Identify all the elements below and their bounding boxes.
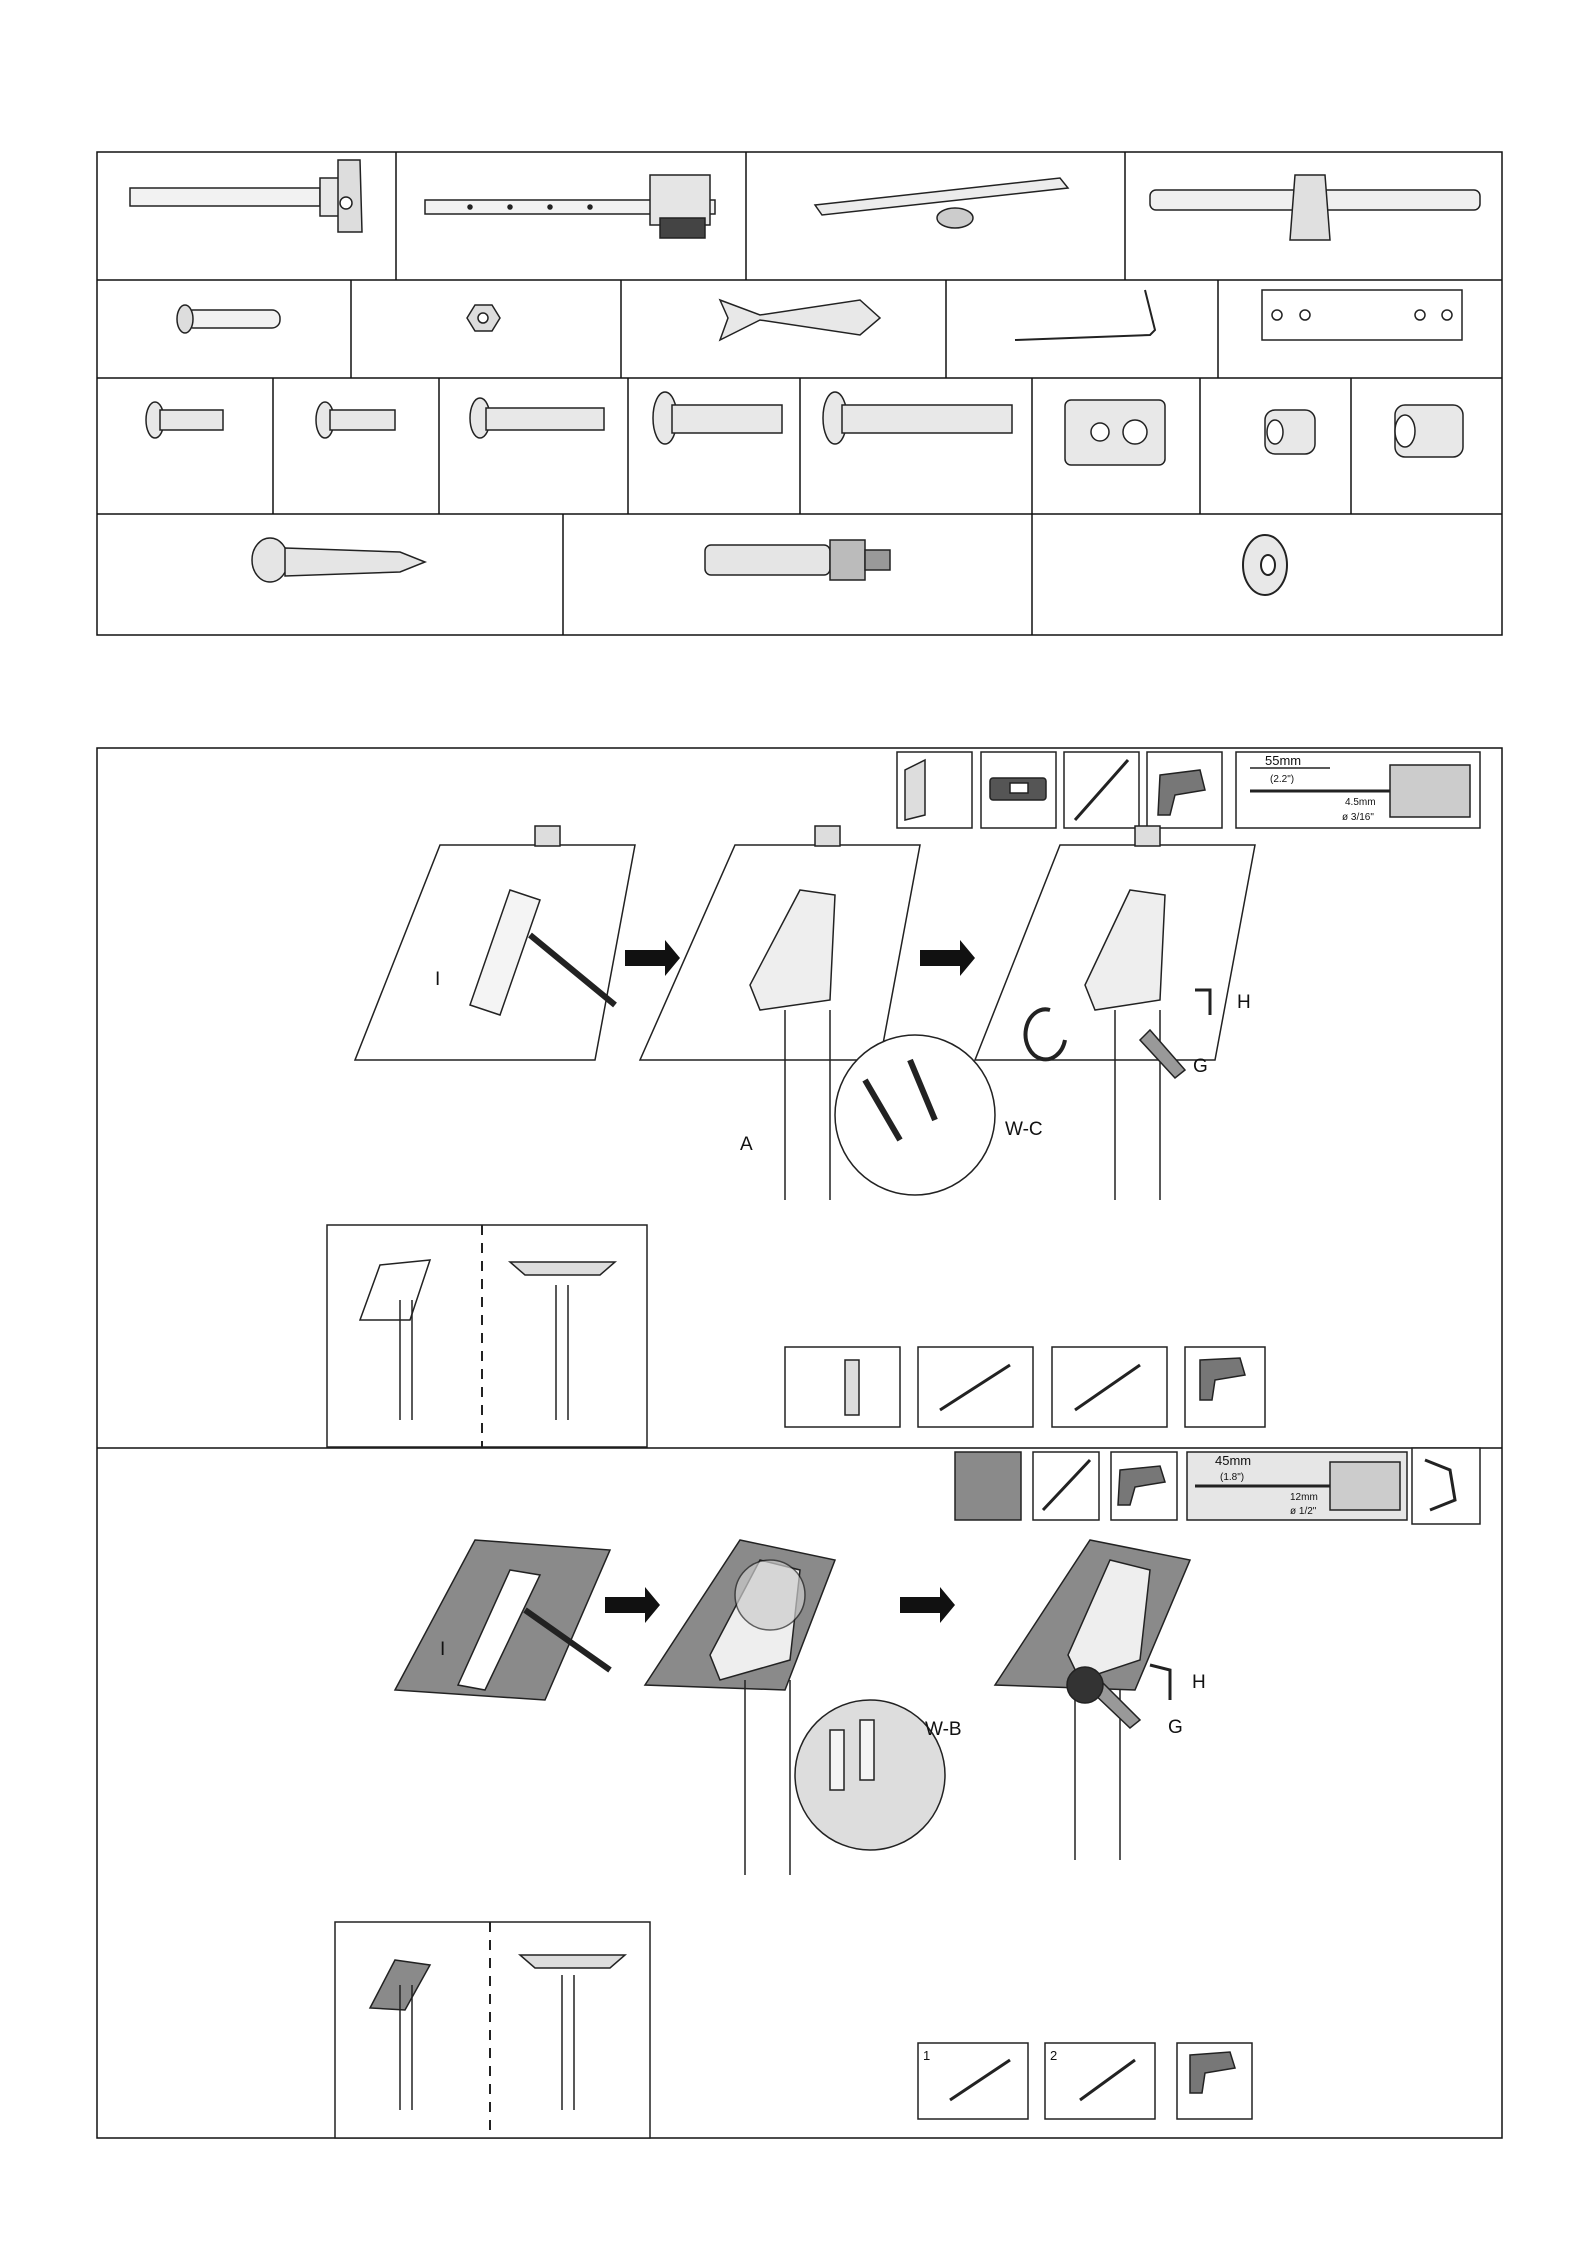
label-a: A — [740, 1134, 753, 1155]
label-h-wood: H — [1237, 992, 1251, 1013]
wood-mount-options — [327, 1225, 647, 1447]
arrow-right-4 — [900, 1587, 955, 1623]
masonry-mount-options — [335, 1922, 650, 2138]
label-w-c: W-C — [1005, 1119, 1043, 1140]
label-g-masonry: G — [1168, 1717, 1183, 1738]
wood-bit-label: 4.5mm — [1345, 797, 1376, 808]
tool-icons-wood — [897, 752, 1480, 828]
label-i-masonry: I — [440, 1639, 445, 1660]
label-i-wood: I — [435, 969, 440, 990]
label-w-b: W-B — [925, 1719, 962, 1740]
masonry-step3-illustration — [995, 1540, 1190, 1860]
wood-depth-inch: (2.2") — [1270, 774, 1294, 785]
masonry-bit-label: 12mm — [1290, 1492, 1318, 1503]
arrow-right-3 — [605, 1587, 660, 1623]
masonry-depth-label: 45mm — [1215, 1453, 1251, 1468]
wood-step2-illustration — [640, 826, 995, 1200]
wood-bit-inch: ø 3/16" — [1342, 812, 1374, 823]
wood-step1-illustration — [355, 826, 635, 1060]
label-h-masonry: H — [1192, 1672, 1206, 1693]
hint-step-1: 1 — [923, 2048, 930, 2063]
wood-step-hints — [785, 1347, 1265, 1427]
wood-step3-illustration — [975, 826, 1255, 1200]
masonry-depth-inch: (1.8") — [1220, 1472, 1244, 1483]
masonry-bit-inch: ø 1/2" — [1290, 1506, 1317, 1517]
wood-depth-label: 55mm — [1265, 753, 1301, 768]
masonry-step2-illustration — [645, 1540, 945, 1875]
arrow-right-1 — [625, 940, 680, 976]
masonry-step-hints — [918, 2043, 1252, 2119]
arrow-right-2 — [920, 940, 975, 976]
hint-step-2: 2 — [1050, 2048, 1057, 2063]
label-g-wood: G — [1193, 1056, 1208, 1077]
masonry-step1-illustration — [395, 1540, 610, 1700]
